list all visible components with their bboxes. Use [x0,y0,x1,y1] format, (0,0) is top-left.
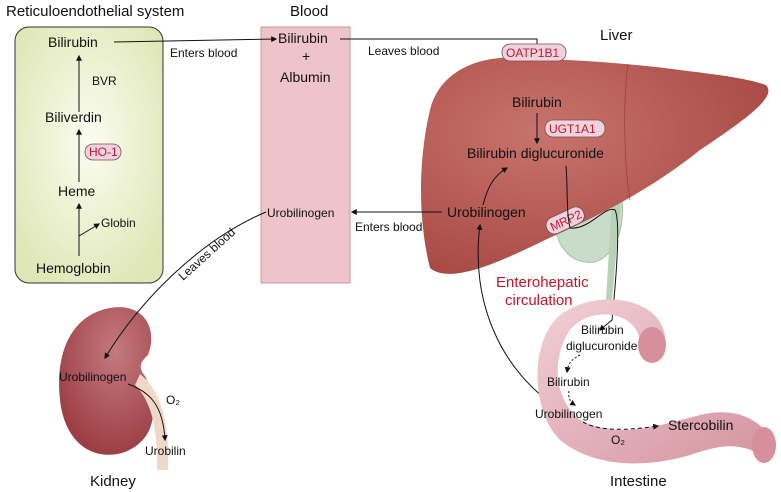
arrow-res-to-blood [113,36,278,43]
liver-diglucuronide: Bilirubin diglucuronide [467,145,604,161]
intestine-diglucuronide: diglucuronide [566,339,638,353]
arrow-bilirubin-to-urobilinogen [568,390,577,406]
liver-shape [421,57,769,274]
enterohepatic-line1: Enterohepatic [496,274,589,291]
arrow-digluc-to-bilirubin [564,354,581,374]
intestine-end-top [638,327,666,363]
ugt-badge [544,119,606,138]
arrow-to-globin [78,223,101,237]
enterohepatic-line2: circulation [505,292,573,309]
kidney-urobilin: Urobilin [145,444,186,458]
res-globin: Globin [101,216,136,230]
title-res: Reticuloendothelial system [6,3,184,20]
arrow-liver-urobilinogen-to-diglucuronide [482,167,509,206]
res-ho1: HO-1 [89,145,118,159]
title-blood: Blood [290,3,328,20]
liver-bilirubin: Bilirubin [512,94,562,110]
ureter [135,374,169,470]
blood-bilirubin: Bilirubin [278,30,328,46]
res-hemoglobin: Hemoglobin [36,260,111,276]
kidney-shape [59,307,154,455]
intestine-bilirubin1: Bilirubin [581,323,624,337]
res-biliverdin: Biliverdin [45,109,102,125]
mrp2-badge [545,206,585,235]
oatp-badge [501,43,567,62]
res-heme: Heme [58,183,96,199]
blood-urobilinogen: Urobilinogen [267,206,334,220]
bile-duct [606,190,622,300]
intestine-end-right [752,427,776,463]
label-enters-blood-mid: Enters blood [355,220,422,234]
blood-box [260,26,351,284]
title-liver: Liver [600,27,633,44]
liver-urobilinogen: Urobilinogen [447,204,526,220]
title-intestine: Intestine [610,473,667,490]
intestine-o2: O₂ [611,433,625,447]
res-bvr: BVR [92,74,117,88]
liver-lobe-line [624,63,631,201]
arrow-blood-to-kidney [104,211,267,360]
liver-oatp: OATP1B1 [506,46,559,60]
intestine-bilirubin: Bilirubin [547,375,590,389]
label-leaves-blood-kidney: Leaves blood [176,225,238,283]
intestine-urobilinogen: Urobilinogen [535,407,602,421]
intestine-stercobilin: Stercobilin [668,417,733,433]
kidney-urobilinogen: Urobilinogen [59,370,126,384]
arrow-kidney-urobilinogen-to-urobilin [127,383,168,442]
blood-plus: + [302,48,310,64]
ho1-badge [84,143,122,161]
arrow-bile-to-intestine [565,165,619,331]
liver-ugt: UGT1A1 [549,122,596,136]
res-bilirubin: Bilirubin [48,34,98,50]
label-leaves-blood-top: Leaves blood [368,44,439,58]
title-kidney: Kidney [90,473,136,490]
blood-albumin: Albumin [280,69,331,85]
arrow-enterohepatic-return [476,223,559,409]
kidney-o2: O₂ [166,393,180,407]
label-enters-blood-top: Enters blood [170,46,237,60]
intestine-shape [537,299,770,464]
